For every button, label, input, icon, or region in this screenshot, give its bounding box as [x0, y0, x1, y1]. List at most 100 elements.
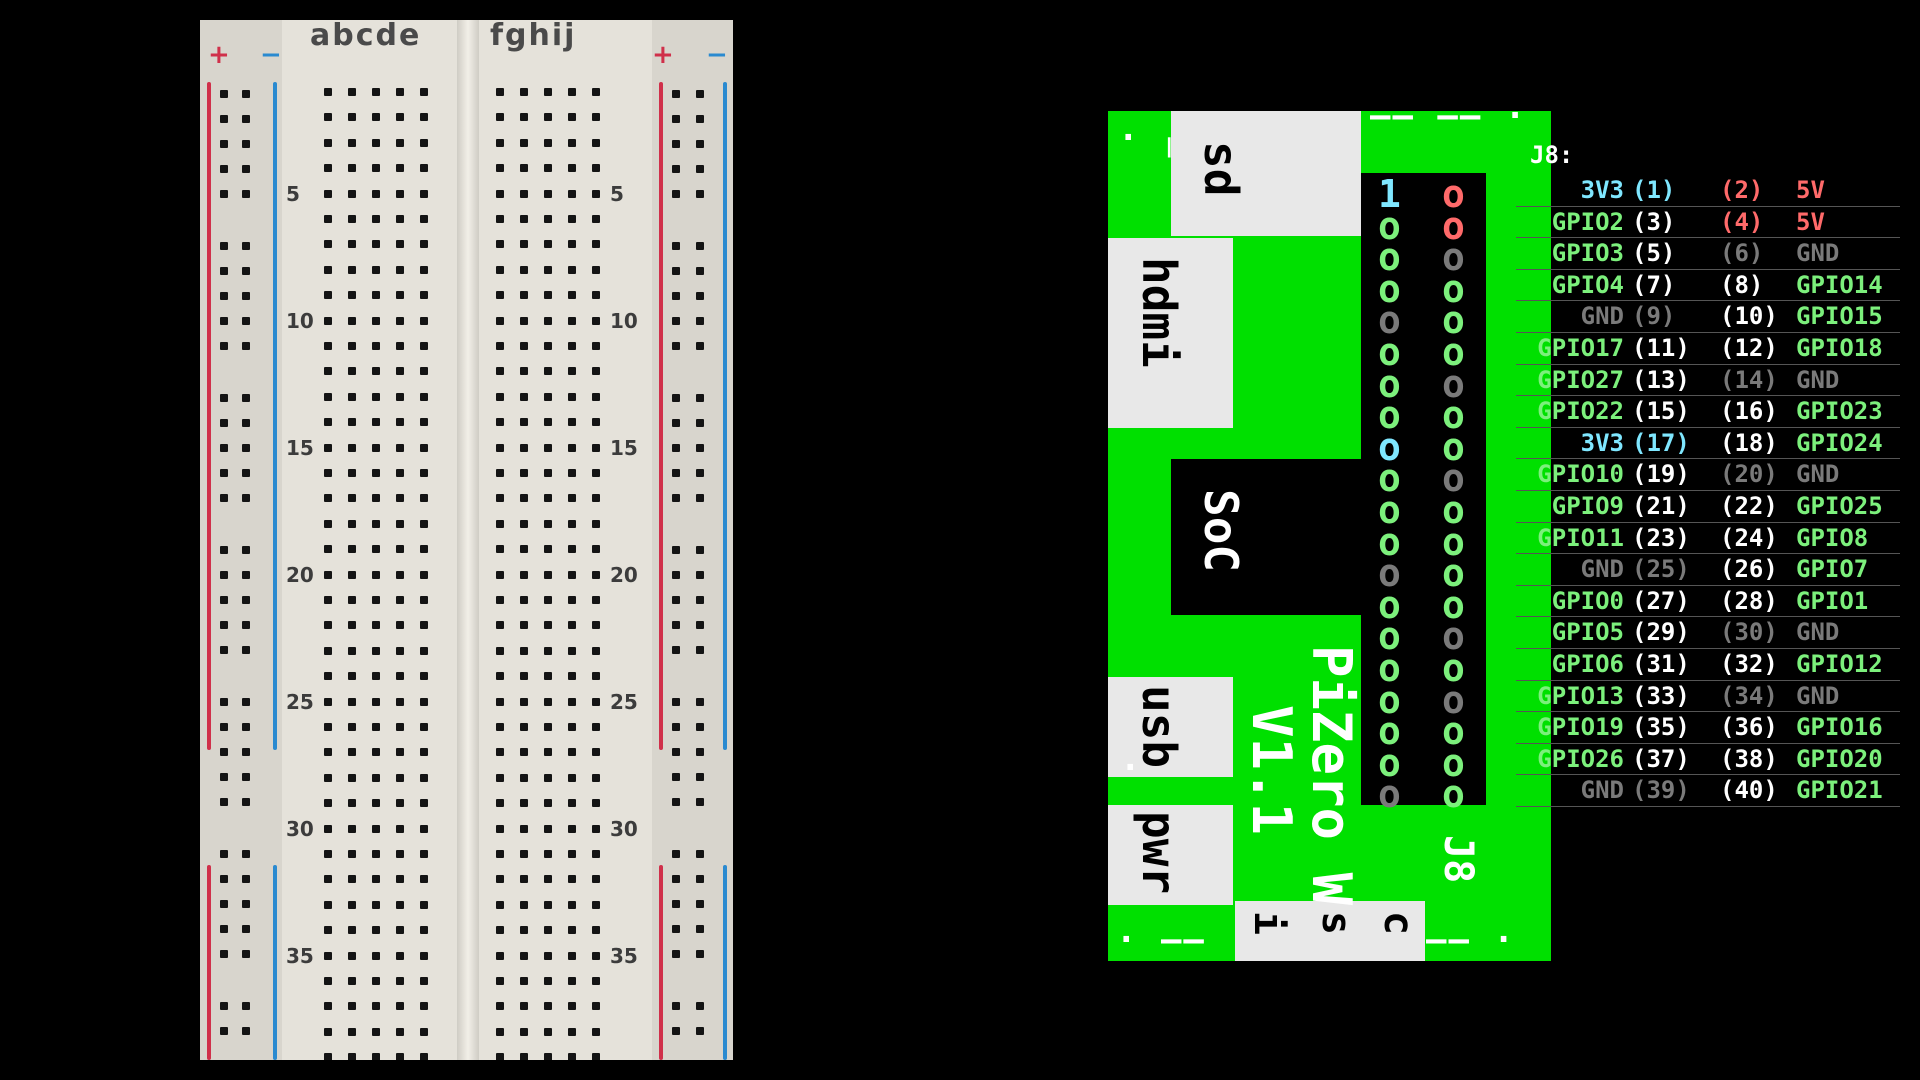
breadboard-hole — [420, 494, 428, 503]
breadboard-hole — [348, 519, 356, 528]
breadboard-hole — [568, 1002, 576, 1011]
header-pin-left: o — [1378, 266, 1401, 311]
breadboard-hole — [324, 1002, 332, 1011]
breadboard-hole — [324, 748, 332, 757]
breadboard-hole — [396, 316, 404, 325]
breadboard-hole — [420, 723, 428, 731]
breadboard-hole — [592, 392, 600, 401]
breadboard-hole — [568, 824, 576, 833]
breadboard-hole — [396, 723, 404, 731]
breadboard-hole — [324, 773, 332, 782]
breadboard-hole — [420, 951, 428, 960]
power-rail-hole — [672, 140, 680, 148]
left-minus-sign: − — [260, 40, 282, 70]
breadboard-hole — [496, 113, 504, 122]
pwr-label: pwr — [1132, 811, 1186, 895]
pinout-rname: GPIO25 — [1796, 492, 1883, 520]
pinout-lname: GND — [1580, 555, 1624, 584]
breadboard-hole — [372, 265, 380, 274]
breadboard-hole — [520, 519, 528, 528]
power-rail-hole — [242, 596, 250, 604]
version-label: V1.1 — [1240, 705, 1303, 836]
breadboard-hole — [324, 875, 332, 884]
pinout-lnum: (9) — [1632, 302, 1676, 331]
breadboard-hole — [372, 316, 380, 325]
row-number-left: 5 — [286, 181, 300, 206]
breadboard-hole — [348, 113, 356, 122]
breadboard-hole — [372, 748, 380, 757]
power-rail-hole — [672, 950, 680, 958]
power-rail-line — [207, 865, 211, 1060]
breadboard-hole — [544, 494, 552, 503]
breadboard-hole — [420, 926, 428, 935]
breadboard-hole — [544, 1027, 552, 1036]
breadboard-hole — [396, 799, 404, 808]
pinout-row: GND(39)(40)GPIO21 — [1516, 774, 1900, 807]
breadboard-hole — [592, 799, 600, 808]
power-rail-hole — [220, 317, 228, 325]
breadboard-hole — [544, 850, 552, 858]
power-rail-hole — [696, 546, 704, 554]
breadboard-hole — [348, 265, 356, 274]
breadboard-hole — [544, 748, 552, 757]
breadboard-hole — [592, 748, 600, 757]
power-rail-hole — [696, 469, 704, 477]
breadboard-hole — [568, 596, 576, 604]
pinout-lnum: (19) — [1632, 460, 1690, 489]
pinout-row: GPIO10(19)(20)GND — [1516, 458, 1900, 491]
breadboard-hole — [520, 621, 528, 630]
pinout-rname: GND — [1796, 460, 1840, 489]
power-rail-hole — [696, 90, 704, 98]
breadboard-hole — [496, 799, 504, 808]
breadboard-hole — [324, 570, 332, 579]
breadboard-hole — [544, 646, 552, 655]
breadboard-hole — [592, 672, 600, 681]
breadboard-hole — [396, 824, 404, 833]
power-rail-hole — [696, 748, 704, 756]
breadboard-hole — [420, 570, 428, 579]
breadboard-hole — [496, 697, 504, 706]
breadboard-hole — [324, 621, 332, 630]
pinout-lname: GPIO13 — [1537, 681, 1624, 710]
breadboard-hole — [520, 697, 528, 706]
breadboard-hole — [496, 1053, 504, 1060]
breadboard-hole — [420, 646, 428, 655]
breadboard-hole — [324, 596, 332, 604]
pinout-row: GPIO3(5)(6)GND — [1516, 237, 1900, 270]
pinout-row: GPIO0(27)(28)GPIO1 — [1516, 585, 1900, 618]
breadboard-hole — [420, 697, 428, 706]
power-rail-hole — [672, 875, 680, 883]
row-number-right: 30 — [610, 816, 638, 841]
breadboard-hole — [544, 189, 552, 198]
breadboard-hole — [420, 799, 428, 808]
breadboard-hole — [348, 443, 356, 452]
breadboard-hole — [568, 342, 576, 350]
power-rail-hole — [672, 190, 680, 198]
pinout-rnum: (2) — [1720, 176, 1764, 204]
breadboard-hole — [324, 113, 332, 122]
power-rail-hole — [242, 723, 250, 731]
power-rail-hole — [242, 444, 250, 452]
power-rail-hole — [220, 444, 228, 452]
pinout-header: J8: — [1530, 141, 1574, 169]
pinout-rname: GPIO8 — [1796, 523, 1869, 552]
power-rail-hole — [242, 773, 250, 781]
right-power-rail — [652, 20, 733, 1060]
breadboard-hole — [348, 900, 356, 909]
breadboard-hole — [372, 646, 380, 655]
power-rail-hole — [672, 900, 680, 908]
header-pin-left: o — [1378, 551, 1401, 596]
breadboard-hole — [544, 697, 552, 706]
power-rail-hole — [672, 165, 680, 173]
power-rail-hole — [696, 723, 704, 731]
header-pin-right: o — [1442, 488, 1465, 532]
breadboard-hole — [496, 824, 504, 833]
header-pin-left: o — [1378, 393, 1401, 438]
breadboard-hole — [372, 392, 380, 401]
breadboard-hole — [324, 1027, 332, 1036]
row-number-right: 25 — [610, 689, 638, 714]
breadboard-hole — [372, 799, 380, 808]
pinout-row: GPIO11(23)(24)GPIO8 — [1516, 522, 1900, 555]
pinout-rnum: (30) — [1720, 618, 1778, 647]
